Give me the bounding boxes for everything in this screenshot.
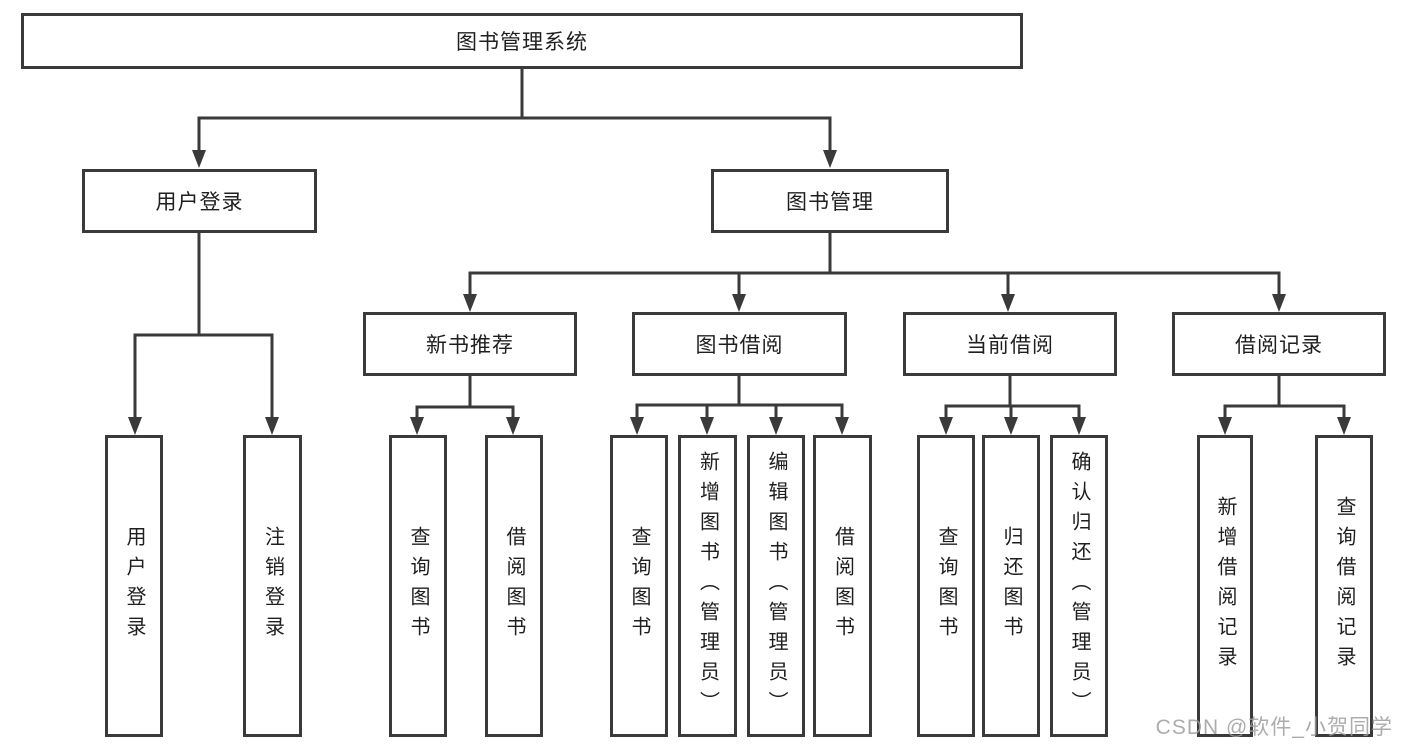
connector-book-borrow-children	[630, 376, 849, 435]
node-current-borrow: 当前借阅	[903, 312, 1117, 376]
leaf-logout: 注销登录	[243, 435, 302, 737]
leaf-cb-return-books: 归还图书	[982, 435, 1040, 737]
node-root: 图书管理系统	[21, 13, 1023, 69]
leaf-br-query-record: 查询借阅记录	[1315, 435, 1373, 737]
leaf-bb-edit-books-admin: 编辑图书（管理员）	[747, 435, 805, 737]
node-book-management: 图书管理	[711, 169, 949, 233]
node-book-borrow: 图书借阅	[632, 312, 847, 376]
connector-new-book-recommend-children	[410, 376, 520, 435]
node-user-login: 用户登录	[82, 169, 317, 233]
leaf-nb-query-books: 查询图书	[389, 435, 447, 737]
leaf-nb-borrow-books: 借阅图书	[485, 435, 543, 737]
leaf-br-add-record: 新增借阅记录	[1197, 435, 1253, 737]
connector-book-management-children	[463, 233, 1286, 312]
leaf-user-login: 用户登录	[105, 435, 163, 737]
leaf-cb-confirm-return-admin: 确认归还（管理员）	[1050, 435, 1108, 737]
leaf-cb-query-books: 查询图书	[917, 435, 975, 737]
leaf-bb-add-books-admin: 新增图书（管理员）	[678, 435, 737, 737]
connector-root-to-branches	[192, 69, 837, 168]
connector-current-borrow-children	[939, 376, 1086, 435]
leaf-bb-borrow-books: 借阅图书	[813, 435, 872, 737]
node-borrow-records: 借阅记录	[1172, 312, 1386, 376]
node-new-book-recommend: 新书推荐	[363, 312, 577, 376]
connector-borrow-records-children	[1218, 376, 1351, 435]
connector-user-login-children	[128, 233, 279, 435]
leaf-bb-query-books: 查询图书	[610, 435, 668, 737]
